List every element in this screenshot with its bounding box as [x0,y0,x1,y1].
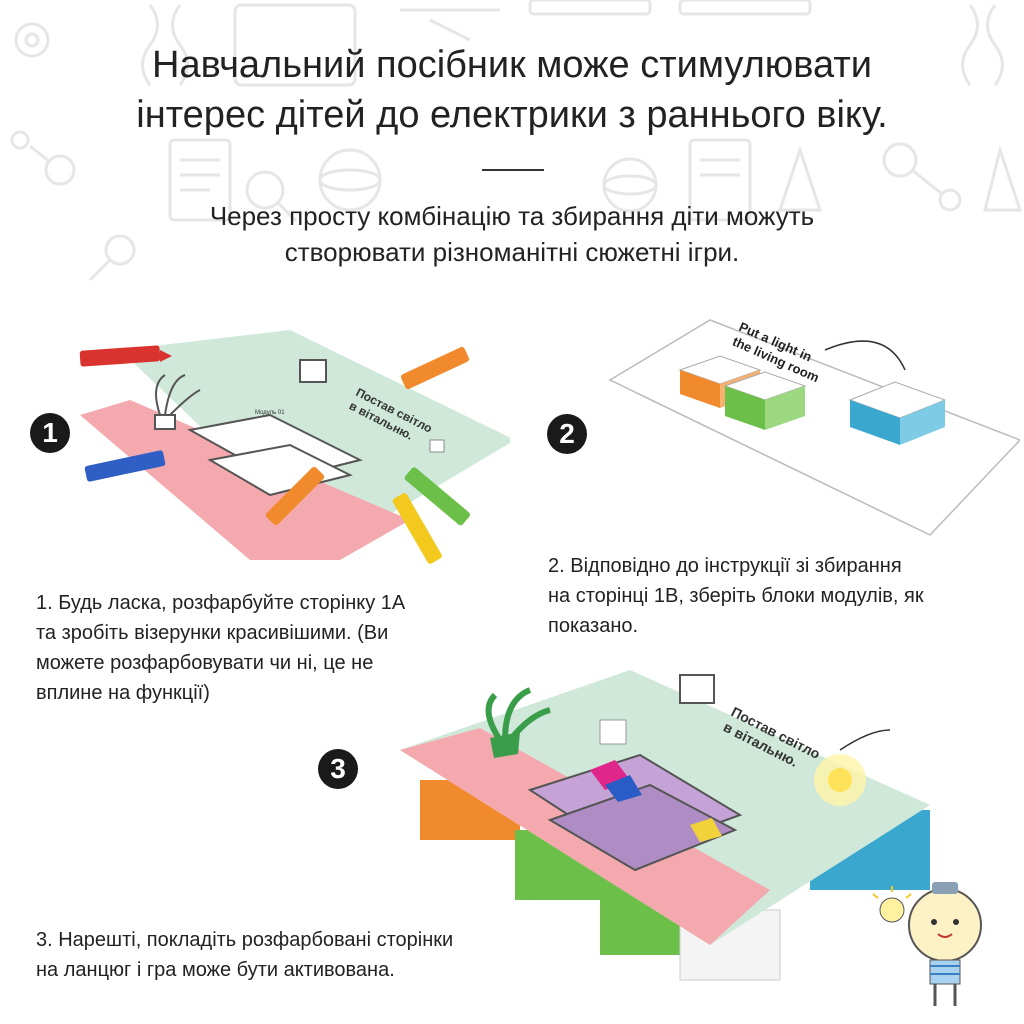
title-line-2: інтерес дітей до електрики з раннього ві… [136,94,888,136]
step-1-number-badge: 1 [30,413,70,453]
step-2-assembly-illustration: Put a light in the living room [608,319,1020,536]
wire-icon [824,340,906,371]
instruction-sheet [608,319,1020,536]
step-1-line-2: та зробіть візерунки красивішими. (Ви [36,622,389,644]
step-2-line-3: показано. [548,615,639,637]
step-1-instructions: 1. Будь ласка, розфарбуйте сторінку 1A т… [36,588,405,708]
step-3-instructions: 3. Нарешті, покладіть розфарбовані сторі… [36,925,453,985]
step-2-number-badge: 2 [547,414,587,454]
step-3-line-2: на ланцюг і гра може бути активована. [36,959,395,981]
module-tile-icon [599,719,627,745]
red-crayon-icon [79,345,172,367]
picture-frame-icon [299,359,327,383]
subtitle-line-2: створювати різноманітні сюжетні ігри. [284,237,740,267]
title-divider [482,169,544,171]
step-1-card-tag: Модуль 01 [255,410,285,416]
plant-icon [154,374,201,430]
light-bulb-mascot-icon [872,882,982,1006]
step-2-line-2: на сторінці 1B, зберіть блоки модулів, я… [548,585,924,607]
wire-icon-2 [839,729,891,751]
blue-crayon-icon [84,450,166,482]
picture-frame-icon-2 [679,674,715,704]
step-3-activated-game-illustration: Постав світло в вітальню. [400,670,930,981]
step-3-number-badge: 3 [318,749,358,789]
green-module-block-icon [723,371,807,430]
step-1-line-4: вплине на функції) [36,682,210,704]
yellow-crayon-icon [392,493,442,564]
title-line-1: Навчальний посібник може стимулювати [152,44,872,86]
step-1-coloring-page-illustration: Постав світло в вітальню. Модуль 01 [79,330,510,564]
step-2-line-1: 2. Відповідно до інструкції зі збирання [548,555,902,577]
step-3-line-1: 3. Нарешті, покладіть розфарбовані сторі… [36,929,454,951]
blue-module-block-icon [848,381,947,445]
green-crayon-icon [404,467,471,526]
light-socket-icon [429,439,445,453]
step-2-instructions: 2. Відповідно до інструкції зі збирання … [548,551,924,641]
science-background-pattern [10,0,1023,282]
pink-sofa-icon [527,753,743,872]
page-subtitle: Через просту комбінацію та збирання діти… [0,198,1024,270]
potted-plant-icon [485,687,551,758]
subtitle-line-1: Через просту комбінацію та збирання діти… [209,201,815,231]
orange-crayon-icon [400,346,470,390]
step-1-line-1: 1. Будь ласка, розфарбуйте сторінку 1A [36,592,406,614]
orange-crayon-2-icon [265,466,325,526]
page-title: Навчальний посібник може стимулювати інт… [0,40,1024,140]
step-1-line-3: можете розфарбовувати чи ні, це не [36,652,374,674]
